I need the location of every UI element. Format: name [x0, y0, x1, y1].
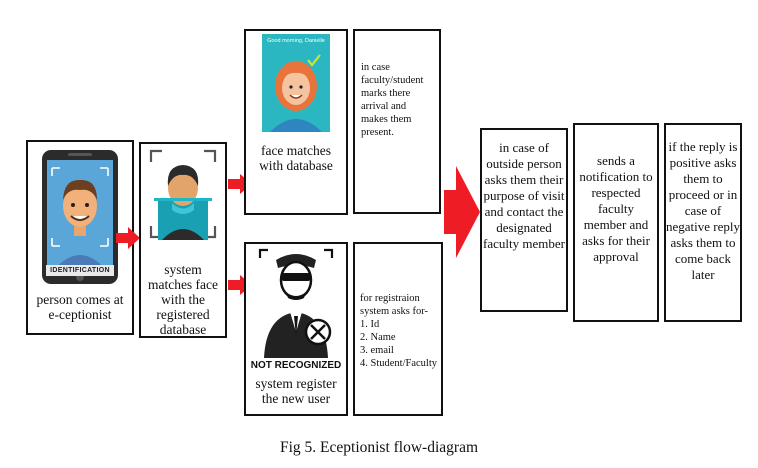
reply-handling-node — [664, 123, 742, 322]
smiling-woman-icon — [270, 54, 322, 132]
register-field-item: 2. Name — [360, 332, 396, 343]
match-note-node — [353, 29, 441, 214]
outside-visitor-node — [480, 128, 568, 312]
notify-faculty-text: sends a notification to respected facult… — [579, 153, 653, 264]
greeting-banner: Good morning, Danielle — [267, 38, 325, 44]
register-field-item: 4. Student/Faculty — [360, 358, 437, 369]
figure-caption: Fig 5. Eceptionist flow-diagram — [279, 439, 479, 456]
phone-caption: person comes at e-ceptionist — [36, 292, 124, 322]
register-field-item: 3. email — [360, 345, 394, 356]
register-note-intro: for registraion system asks for- — [360, 293, 429, 317]
match-caption: face matches with database — [259, 143, 333, 173]
identification-badge: IDENTIFICATION — [46, 265, 114, 276]
big-arrow-to-outside — [444, 166, 480, 258]
outside-visitor-text: in case of outside person asks them thei… — [483, 140, 565, 251]
scan-caption: system matches face with the registered … — [147, 262, 219, 337]
match-note-text: in case faculty/student marks there arri… — [361, 62, 424, 138]
not-recognized-badge: NOT RECOGNIZED — [250, 360, 342, 371]
unknown-caption: system register the new user — [255, 376, 337, 406]
register-field-item: 1. Id — [360, 319, 380, 330]
unknown-person-icon — [258, 248, 334, 358]
face-scan-icon — [149, 149, 217, 240]
reply-handling-text: if the reply is positive asks them to pr… — [666, 139, 740, 282]
register-fields-list: 1. Id 2. Name 3. email 4. Student/Facult… — [360, 318, 444, 370]
notify-faculty-node — [573, 123, 659, 322]
phone-illustration-icon — [42, 150, 118, 284]
arrow-phone-to-scan — [116, 227, 140, 249]
register-note-node — [353, 242, 443, 416]
